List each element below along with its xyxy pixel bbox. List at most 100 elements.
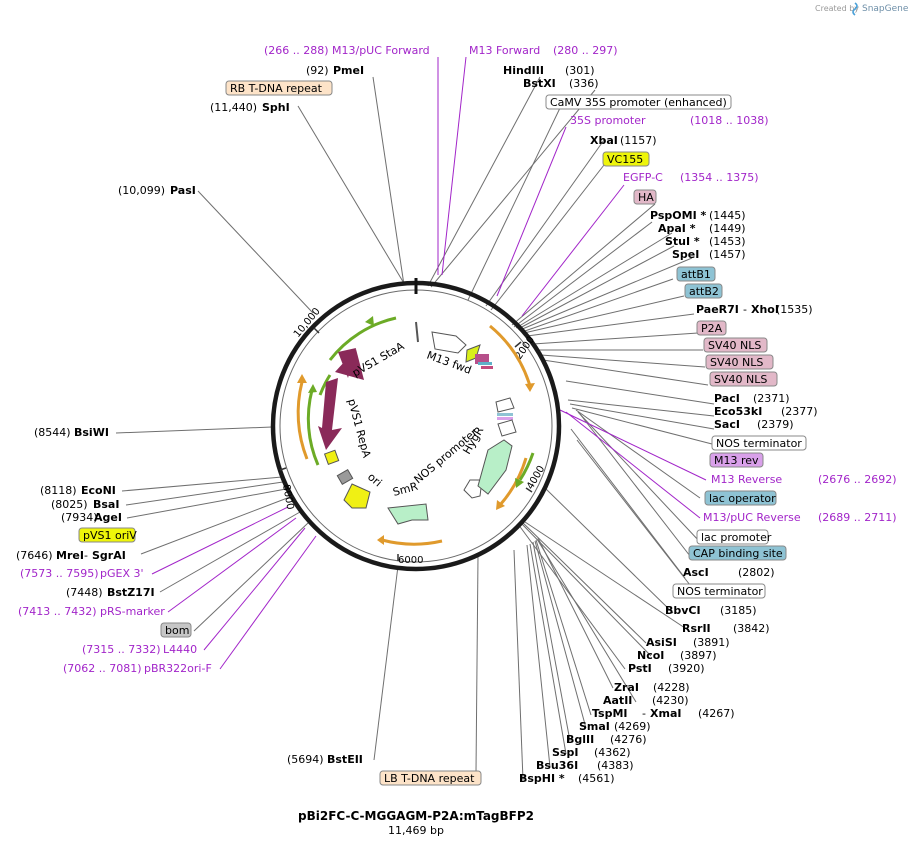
primer-name: M13/pUC Forward [332,44,430,57]
primer-position: (7315 .. 7332) [82,643,161,656]
feature-box [704,490,777,506]
label-smr: SmR [391,480,419,499]
enzyme-position: (1535) [776,303,813,316]
plasmid-size: 11,469 bp [388,824,444,837]
feature-box [633,189,657,205]
enzyme-position: (8544) [34,426,71,439]
enzyme-name: MreI [56,549,84,562]
primer-name: EGFP-C [623,171,663,184]
arc-arrowheads [297,316,535,545]
enzyme-name: SmaI [579,720,610,733]
label-ori: ori [365,470,384,489]
primer-name: M13 Forward [469,44,540,57]
feature-label: SV40 NLS [714,373,767,386]
enzyme-position: (1445) [709,209,746,222]
enzyme-name: PspOMI * [650,209,707,222]
enzyme-name: PaeR7I [696,303,739,316]
feature-box [696,320,727,336]
arc-staa-2 [318,374,332,396]
enzyme-dash: - [642,707,646,720]
feature-box [78,527,136,543]
ha-block [475,354,489,364]
enzyme-name: ApaI * [658,222,696,235]
enzyme-position: (1453) [709,235,746,248]
enzyme-position: (1449) [709,222,746,235]
primer-name: L4440 [163,643,197,656]
enzyme-position: (301) [565,64,595,77]
feature-box [688,545,787,561]
enzyme-name: PacI [714,392,740,405]
nos-term-arrow [495,397,515,413]
feature-label: HA [638,191,654,204]
primer-name: pGEX 3' [100,567,144,580]
enzyme-name: HindIII [503,64,544,77]
primer-position: (280 .. 297) [553,44,618,57]
enzyme-position: (11,440) [210,101,257,114]
enzyme-position: (8025) [51,498,88,511]
primer-position: (7573 .. 7595) [20,567,99,580]
enzyme-name-alt: XmaI [650,707,681,720]
enzyme-name-alt: SgrAI [92,549,126,562]
feature-label: CAP binding site [693,547,783,560]
brand-text: SnapGene [862,4,909,14]
enzyme-name: BspHI * [519,772,565,785]
feature-label: bom [165,624,189,637]
arc-smr [381,538,443,546]
feature-label: lac operator [709,492,776,505]
enzyme-position: (4383) [597,759,634,772]
snapgene-logo-icon [852,2,858,16]
enzyme-position: (4269) [614,720,651,733]
feature-box [711,435,807,451]
feature-label: pVS1 oriV [83,529,137,542]
enzyme-name: BglII [566,733,594,746]
feature-box [696,529,769,545]
arc-repa-green [306,389,320,466]
feature-box [676,266,716,282]
arc-35s [489,324,532,387]
enzyme-name: AsiSI [646,636,677,649]
enzyme-position: (7448) [66,586,103,599]
feature-box [225,80,333,96]
ruler-label: 8000 [280,484,295,511]
enzyme-position: (3185) [720,604,757,617]
oriv-block [323,449,340,465]
enzyme-position: (336) [569,77,599,90]
enzyme-position: (2379) [757,418,794,431]
ruler-ticks [279,327,533,561]
enzyme-position: (4276) [610,733,647,746]
feature-label: attB2 [689,285,719,298]
enzyme-name: AatII [603,694,632,707]
enzyme-position: (4362) [594,746,631,759]
enzyme-position: (92) [306,64,329,77]
enzyme-position: (3897) [680,649,717,662]
enzyme-name: BsiWI [74,426,109,439]
enzyme-name: NcoI [637,649,664,662]
primer-position: (1018 .. 1038) [690,114,769,127]
repa-arrow [318,378,342,450]
feature-label: SV40 NLS [708,339,761,352]
enzyme-name: SpeI [672,248,699,261]
feature-label: M13 rev [714,454,759,467]
enzyme-name: BbvCI [665,604,701,617]
enzyme-name: BsaI [93,498,119,511]
enzyme-name: Bsu36I [536,759,578,772]
primer-name: M13 Reverse [711,473,782,486]
feature-box [602,151,650,167]
hygr-arrow [477,439,513,495]
primer-position: (7062 .. 7081) [63,662,142,675]
feature-box [672,583,766,599]
enzyme-name: PmeI [333,64,364,77]
feature-label: NOS terminator [677,585,763,598]
enzyme-position: (2371) [753,392,790,405]
plasmid-name: pBi2FC-C-MGGAGM-P2A:mTagBFP2 [298,809,534,823]
enzyme-name: SspI [552,746,578,759]
enzyme-name-alt: XhoI [751,303,779,316]
lac-prom-arrow [497,419,517,437]
primer-position: (2689 .. 2711) [818,511,897,524]
feature-arcs [296,316,535,546]
enzyme-position: (3920) [668,662,705,675]
feature-box [703,337,768,353]
primer-name: 35S promoter [570,114,646,127]
enzyme-position: (2802) [738,566,775,579]
